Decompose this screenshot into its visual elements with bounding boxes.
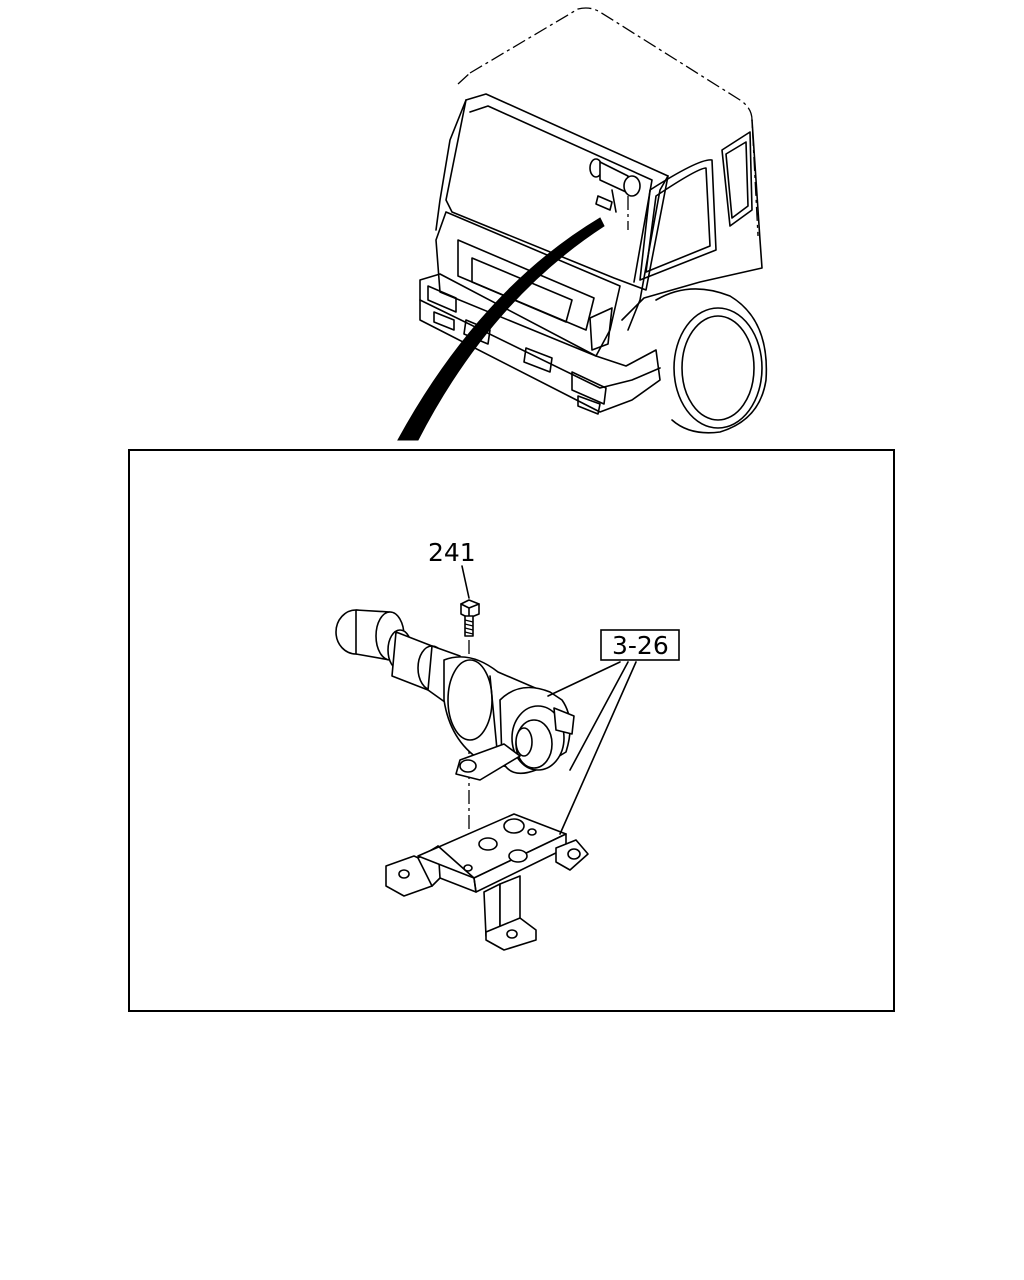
- bolt-part-number-label: 241: [428, 538, 476, 567]
- bolt-241-leader-line: [461, 565, 470, 599]
- actuator-assembly: [335, 609, 575, 781]
- bolt-241: [460, 599, 480, 637]
- assembly-leader-line-1: [547, 661, 621, 697]
- assembly-leader-line-2: [569, 661, 629, 771]
- detail-frame: [128, 449, 895, 1012]
- assembly-reference-box: [600, 629, 680, 661]
- detail-leader-wedge: [397, 217, 605, 441]
- mounting-bracket: [385, 813, 589, 951]
- assembly-reference-label: 3-26: [612, 631, 669, 660]
- assembly-leader-line-3: [559, 661, 637, 835]
- cab-component-location-icon: [589, 158, 641, 213]
- truck-cab-illustration: [419, 7, 768, 434]
